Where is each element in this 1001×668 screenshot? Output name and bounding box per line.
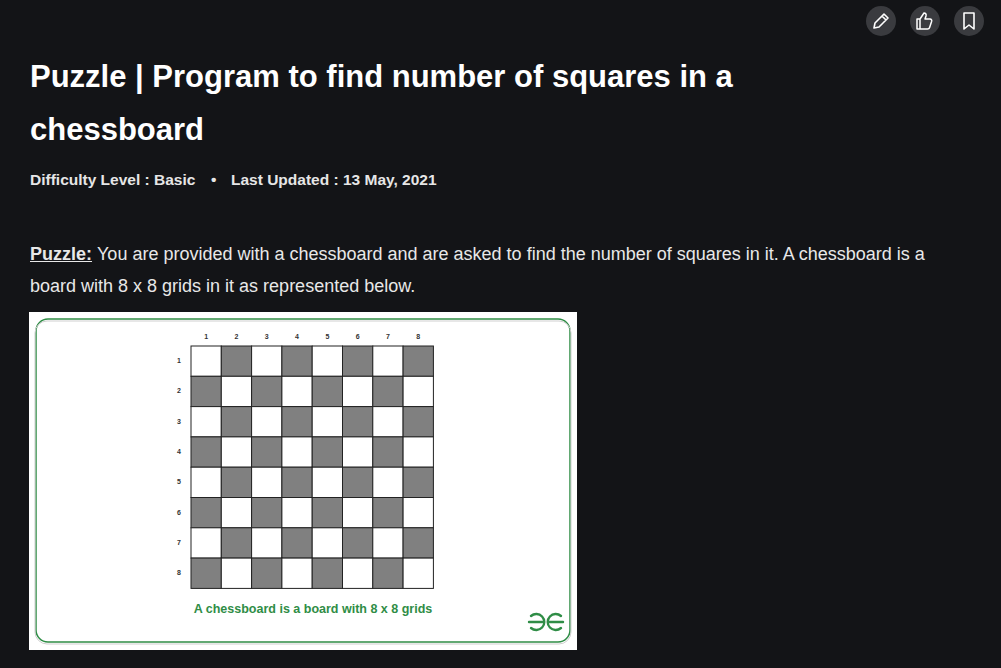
board-square <box>191 528 221 558</box>
board-square <box>373 437 403 467</box>
board-square <box>221 528 251 558</box>
board-square <box>403 437 433 467</box>
board-square <box>312 558 342 588</box>
board-square <box>282 558 312 588</box>
board-square <box>252 558 282 588</box>
board-square <box>403 528 433 558</box>
board-square <box>312 346 342 376</box>
board-square <box>403 346 433 376</box>
image-caption: A chessboard is a board with 8 x 8 grids <box>188 601 438 618</box>
board-square <box>343 346 373 376</box>
board-square <box>312 528 342 558</box>
toolbar-icons <box>860 4 1000 38</box>
board-square <box>191 346 221 376</box>
column-number: 7 <box>373 332 403 341</box>
puzzle-label: Puzzle: <box>30 244 92 264</box>
board-square <box>373 498 403 528</box>
board-square <box>191 467 221 497</box>
board-square <box>252 498 282 528</box>
board-square <box>221 498 251 528</box>
board-square <box>312 498 342 528</box>
separator-dot: • <box>211 170 216 190</box>
row-number: 2 <box>172 386 186 395</box>
board-square <box>282 407 312 437</box>
row-number: 3 <box>172 417 186 426</box>
column-number: 3 <box>252 332 282 341</box>
board-square <box>221 376 251 406</box>
column-number: 1 <box>191 332 221 341</box>
board-square <box>403 376 433 406</box>
board-square <box>282 467 312 497</box>
board-square <box>403 498 433 528</box>
board-square <box>312 437 342 467</box>
board-square <box>373 376 403 406</box>
board-square <box>343 376 373 406</box>
board-square <box>373 346 403 376</box>
board-square <box>282 437 312 467</box>
board-square <box>403 407 433 437</box>
board-square <box>343 437 373 467</box>
board-square <box>221 346 251 376</box>
column-number: 6 <box>343 332 373 341</box>
meta-info: Last Updated : 13 May, 2021 <box>231 170 437 190</box>
board-square <box>403 467 433 497</box>
row-number: 4 <box>172 447 186 456</box>
column-number: 5 <box>312 332 342 341</box>
row-number: 8 <box>172 568 186 577</box>
board-square <box>191 407 221 437</box>
puzzle-text: You are provided with a chessboard and a… <box>30 244 925 296</box>
row-number: 5 <box>172 477 186 486</box>
meta-info: Difficulty Level : Basic <box>30 170 195 190</box>
board-square <box>343 467 373 497</box>
board-square <box>221 437 251 467</box>
board-square <box>373 467 403 497</box>
board-square <box>373 528 403 558</box>
board-square <box>191 498 221 528</box>
board-square <box>312 467 342 497</box>
column-number: 2 <box>221 332 251 341</box>
board-square <box>282 346 312 376</box>
intro-paragraph: Puzzle:You are provided with a chessboar… <box>30 238 965 302</box>
board-square <box>343 558 373 588</box>
board-square <box>191 376 221 406</box>
row-number: 1 <box>172 356 186 365</box>
row-number: 7 <box>172 538 186 547</box>
column-number: 8 <box>403 332 433 341</box>
board-square <box>252 437 282 467</box>
board-square <box>312 376 342 406</box>
board-square <box>343 498 373 528</box>
board-square <box>252 407 282 437</box>
board-square <box>403 558 433 588</box>
board-square <box>343 528 373 558</box>
board-square <box>221 407 251 437</box>
row-number: 6 <box>172 508 186 517</box>
board-square <box>252 346 282 376</box>
board-square <box>373 407 403 437</box>
board-square <box>191 437 221 467</box>
board-square <box>221 467 251 497</box>
board-square <box>191 558 221 588</box>
board-square <box>373 558 403 588</box>
column-number: 4 <box>282 332 312 341</box>
board-square <box>312 407 342 437</box>
board-square <box>282 376 312 406</box>
board-square <box>343 407 373 437</box>
board-square <box>282 498 312 528</box>
chessboard-illustration <box>29 312 577 650</box>
page-title: Puzzle | Program to find number of squar… <box>30 50 890 156</box>
board-square <box>282 528 312 558</box>
board-square <box>252 467 282 497</box>
board-square <box>252 528 282 558</box>
board-square <box>252 376 282 406</box>
board-square <box>221 558 251 588</box>
